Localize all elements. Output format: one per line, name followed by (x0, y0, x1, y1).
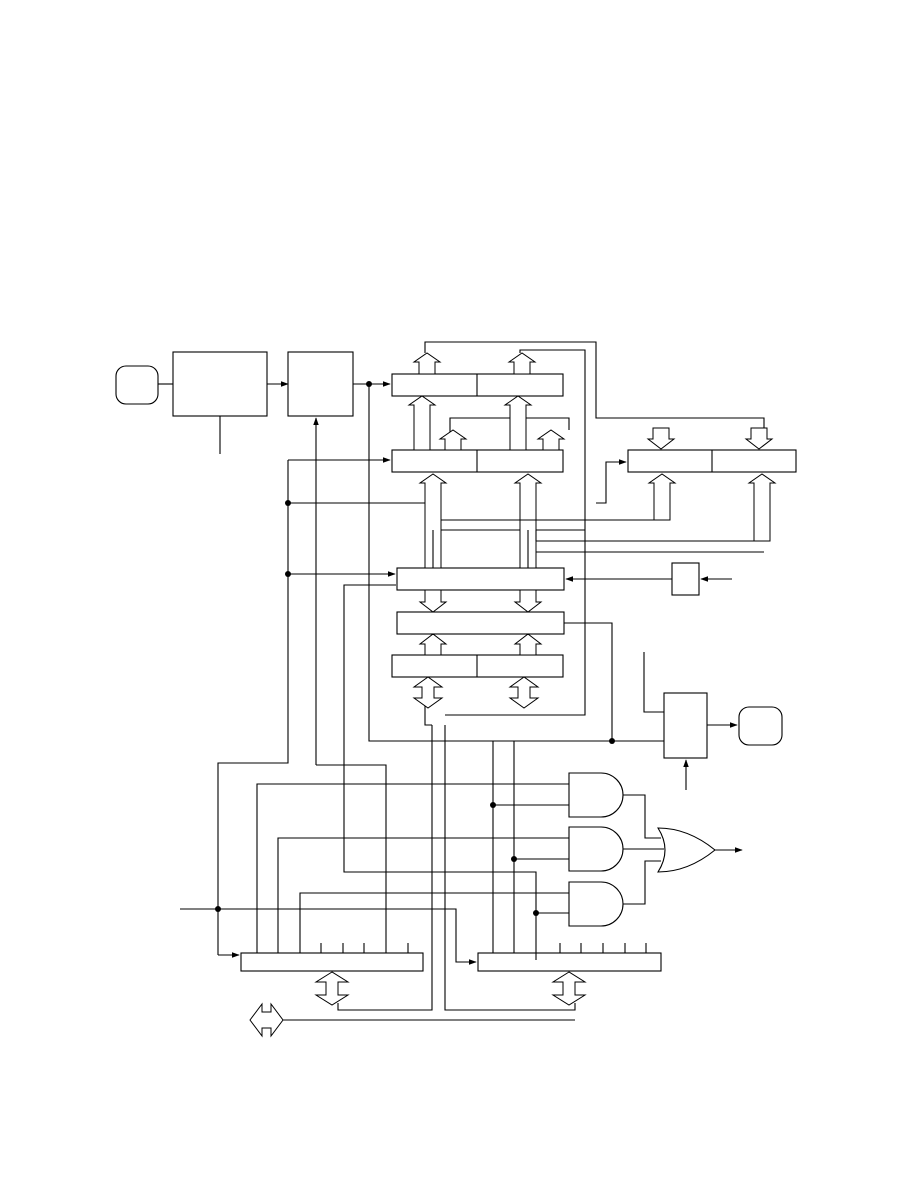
input-terminal (115, 365, 159, 405)
output-control-block (663, 692, 708, 759)
and-gate-2 (568, 826, 624, 872)
latch-register (391, 449, 564, 473)
and-gate-3 (568, 881, 624, 927)
adder-block (396, 611, 565, 635)
compare-register (627, 449, 797, 473)
control-register-a (240, 943, 424, 972)
output-terminal (738, 706, 783, 746)
control-register-b (477, 943, 662, 972)
prescaler-block (287, 351, 354, 417)
bus-channel-lines (432, 519, 654, 568)
buffer-register (391, 654, 564, 678)
data-bus-connector (249, 1002, 284, 1038)
and-gate-1 (568, 772, 624, 818)
counter-register (391, 373, 564, 397)
timer-register (396, 567, 565, 591)
edge-detect-block (671, 562, 700, 596)
oscillator-block (172, 351, 268, 417)
bus-arrows (314, 352, 777, 1006)
junction-dots (215, 381, 615, 916)
or-gate (656, 827, 716, 873)
control-wires (158, 341, 765, 1021)
